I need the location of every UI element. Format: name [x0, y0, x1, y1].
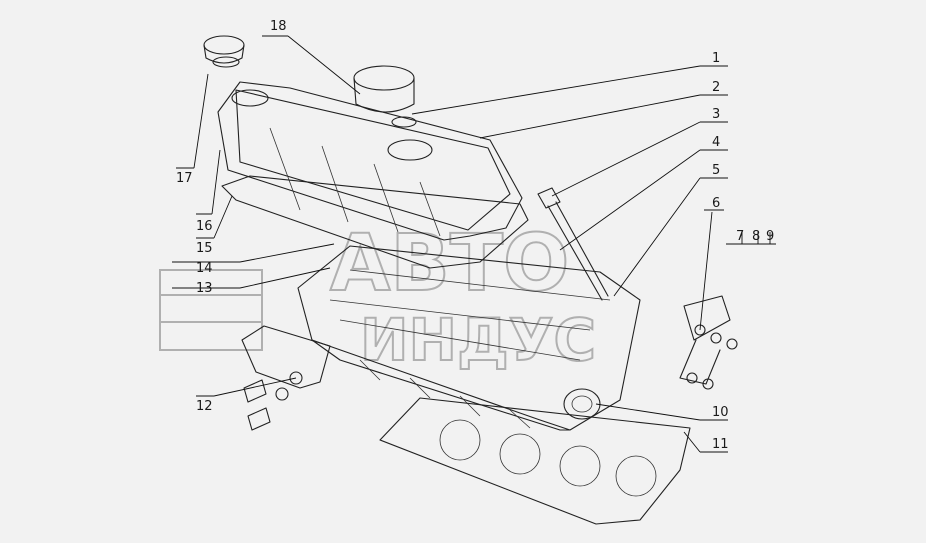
part-manifold-bracket — [241, 325, 331, 431]
callout-14: 14 — [196, 261, 213, 276]
callout-16: 16 — [196, 219, 213, 234]
callout-17: 17 — [176, 171, 193, 186]
callout-1: 1 — [712, 51, 720, 66]
callout-12: 12 — [196, 399, 213, 414]
callout-9: 9 — [766, 229, 774, 244]
watermark-emblem — [159, 269, 263, 351]
part-bolt — [537, 187, 609, 301]
part-cylinder-head — [297, 245, 641, 431]
part-thermostat-housing — [563, 388, 601, 420]
callout-11: 11 — [712, 437, 729, 452]
part-valve-cover — [217, 81, 523, 241]
callout-10: 10 — [712, 405, 729, 420]
leader-lines — [172, 35, 776, 453]
part-breather-cap — [353, 65, 417, 128]
callout-7: 7 — [736, 229, 744, 244]
part-filler-cap — [203, 35, 245, 68]
watermark-text-1: АВТО — [330, 219, 569, 309]
callout-6: 6 — [712, 196, 720, 211]
callout-15: 15 — [196, 241, 213, 256]
callout-8: 8 — [752, 229, 760, 244]
watermark-text-3: ИНДУС — [360, 306, 596, 374]
part-bracket — [679, 295, 738, 390]
watermark: АВТО ИНДУС — [159, 218, 597, 375]
callout-5: 5 — [712, 163, 720, 178]
part-cover-gasket — [221, 175, 529, 269]
callout-18: 18 — [270, 19, 287, 34]
callout-3: 3 — [712, 107, 720, 122]
callout-4: 4 — [712, 135, 720, 150]
part-head-gasket — [379, 397, 691, 525]
callout-2: 2 — [712, 80, 720, 95]
callout-13: 13 — [196, 281, 213, 296]
